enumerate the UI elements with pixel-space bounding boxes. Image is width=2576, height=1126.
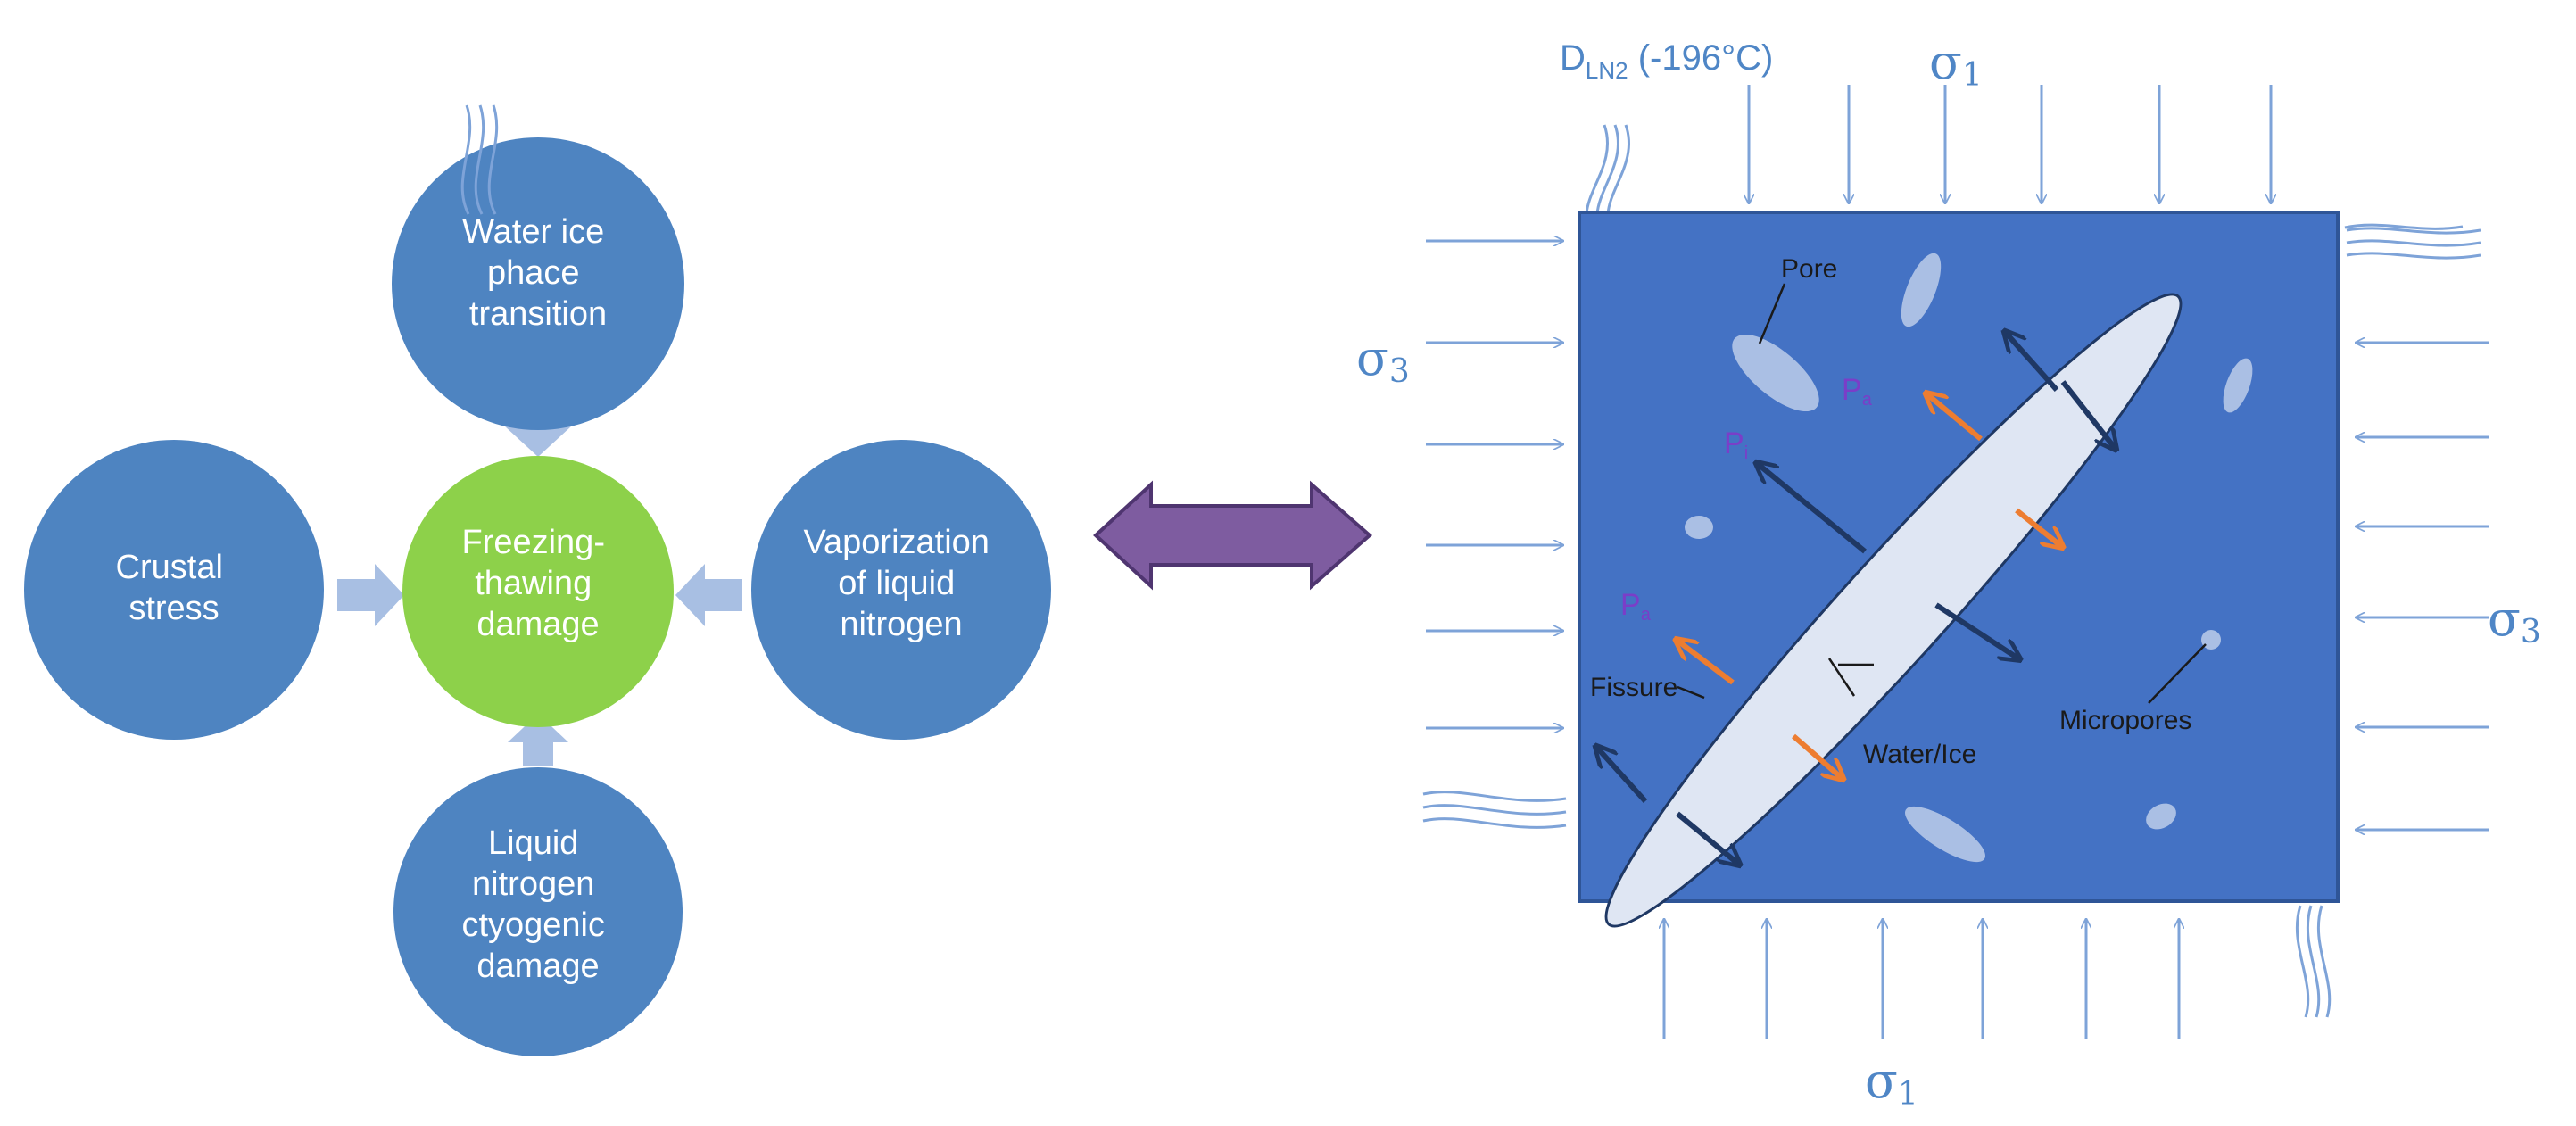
sigma3-right-arrows: [2356, 343, 2489, 830]
label-pa-upper-sub: a: [1862, 390, 1873, 410]
node-left-line-1: Crustal: [116, 549, 223, 586]
label-pa-lower-main: P: [1620, 588, 1641, 622]
node-liquid-nitrogen-cryogenic-damage: [393, 767, 683, 1056]
node-crustal-stress: [24, 440, 324, 740]
label-pi: Pi: [1724, 426, 1748, 463]
pore: [1685, 516, 1713, 539]
sigma3-left-arrows: [1426, 241, 1563, 728]
node-vaporization-of-liquid-nitrogen: [751, 440, 1051, 740]
sigma3-right-sub: 3: [2521, 614, 2541, 650]
svg-text:Water ice phace tr: Water ice phace transition: [462, 213, 614, 333]
label-sigma1-bottom: σ1: [1865, 1053, 1918, 1113]
sigma3-left-symbol: σ: [1356, 330, 1389, 386]
leader-lines: [1677, 283, 2207, 704]
node-top-line-3: transition: [469, 295, 607, 333]
ln2-wavy-lines-corners: [1422, 124, 2481, 1018]
svg-text:Vaporization of liquid: Vaporization of liquid nitrogen: [804, 524, 999, 643]
ln2-wavy-lines: [460, 104, 2464, 230]
node-bottom-line-2: nitrogen: [472, 865, 594, 903]
node-right-line-1: Vaporization: [804, 524, 990, 561]
label-dln2: DLN2 (-196°C): [1560, 38, 1773, 84]
rock-model: Pore Fissure Water/Ice Micropores Pi Pa …: [460, 34, 2541, 1113]
svg-text:Crustal stress: Crustal stress: [116, 549, 233, 627]
node-center-line-2: thawing: [475, 565, 592, 602]
sigma1-top-symbol: σ: [1929, 34, 1962, 90]
node-bottom-line-4: damage: [476, 948, 599, 985]
label-pa-lower-sub: a: [1641, 605, 1652, 625]
label-sigma3-left: σ3: [1356, 330, 1410, 390]
label-sigma3-right: σ3: [2488, 591, 2541, 650]
node-freezing-thawing-damage: [402, 456, 674, 727]
label-pa-upper: Pa: [1842, 373, 1873, 410]
label-sigma1-top: σ1: [1929, 34, 1983, 94]
sigma1-bottom-symbol: σ: [1865, 1053, 1898, 1109]
connector-arrow-right: [675, 564, 742, 626]
label-pi-sub: i: [1744, 443, 1748, 463]
pore: [1901, 253, 1942, 327]
node-center-line-1: Freezing-: [461, 524, 605, 561]
node-left-line-2: stress: [128, 590, 219, 627]
label-dln2-sub: LN2: [1586, 57, 1628, 84]
svg-text:Liquid nitrogen ct: Liquid nitrogen ctyogenic damage: [461, 824, 614, 985]
svg-text:Freezing- thawing: Freezing- thawing damage: [461, 524, 614, 643]
pore: [1732, 334, 1819, 412]
sigma1-bottom-arrows: [1664, 919, 2179, 1039]
node-right-line-2: of liquid: [838, 565, 955, 602]
node-center-line-3: damage: [476, 606, 599, 643]
double-arrow: [1093, 480, 1373, 591]
fissure: [1604, 293, 2183, 928]
orange-pressure-arrows: [1677, 394, 2061, 778]
node-top-line-2: phace: [487, 254, 580, 292]
sigma3-right-symbol: σ: [2488, 591, 2521, 647]
label-pore: Pore: [1781, 254, 1837, 284]
label-micropores: Micropores: [2059, 706, 2191, 735]
label-dln2-main: D: [1560, 38, 1586, 78]
sigma1-top-sub: 1: [1962, 57, 1983, 94]
label-dln2-temp: (-196°C): [1628, 38, 1774, 78]
pore: [2146, 803, 2176, 830]
pore: [1904, 806, 1986, 863]
dark-pressure-arrows: [1597, 333, 2115, 864]
sigma1-top-arrows: [1749, 85, 2271, 203]
sigma3-left-sub: 3: [1389, 353, 1410, 390]
label-fissure: Fissure: [1590, 673, 1677, 702]
sigma1-bottom-sub: 1: [1898, 1076, 1918, 1113]
pore: [2223, 358, 2253, 413]
node-right-line-3: nitrogen: [840, 606, 962, 643]
flowchart: Water ice phace transition Crustal stres…: [24, 137, 1051, 1056]
connector-arrow-left: [337, 564, 404, 626]
label-pa-lower: Pa: [1620, 588, 1652, 625]
label-pi-main: P: [1724, 426, 1744, 460]
node-bottom-line-1: Liquid: [488, 824, 578, 862]
node-water-ice-phase-transition: [392, 137, 684, 430]
node-top-line-1: Water ice: [462, 213, 604, 251]
label-water-ice: Water/Ice: [1863, 740, 1976, 769]
node-bottom-line-3: ctyogenic: [461, 907, 605, 944]
connector-arrow-bottom: [508, 714, 568, 766]
label-pa-upper-main: P: [1842, 373, 1862, 407]
